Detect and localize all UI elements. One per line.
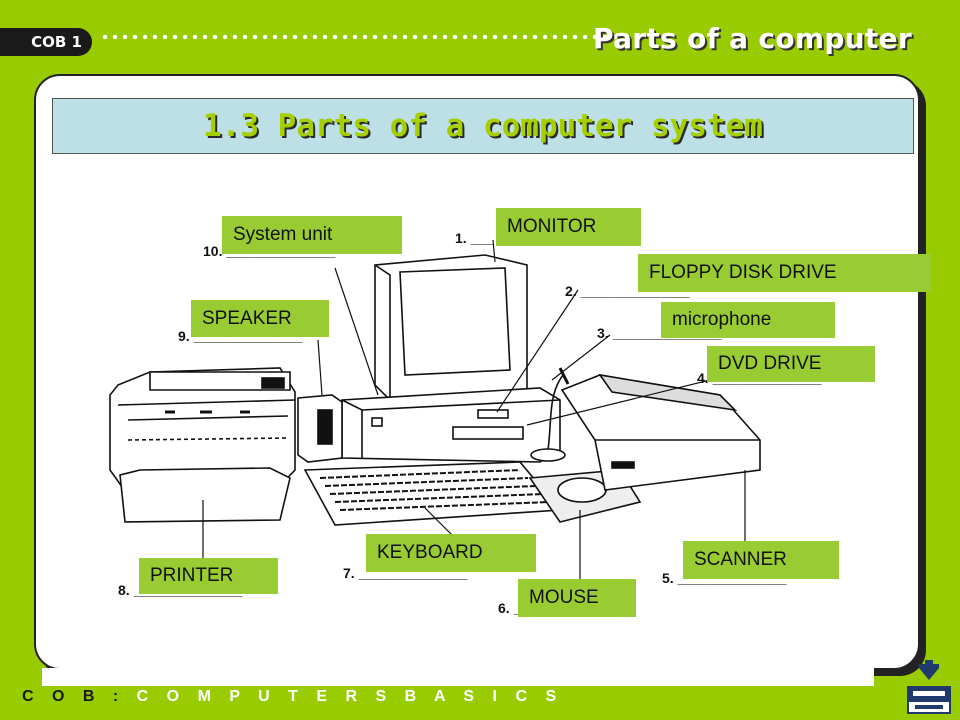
label-floppy-disk-drive: FLOPPY DISK DRIVE [638, 254, 931, 292]
label-dvd-drive: DVD DRIVE [707, 346, 875, 382]
slide-heading: 1.3 Parts of a computer system [52, 98, 914, 154]
monitor-drawing [374, 254, 528, 413]
printer-drawing [109, 367, 296, 523]
label-keyboard-text: KEYBOARD [377, 542, 483, 563]
dotted-rule [100, 34, 618, 40]
microphone-drawing [530, 367, 570, 462]
footer-text: C O M P U T E R S B A S I C S [136, 688, 564, 705]
label-speaker: SPEAKER [191, 300, 329, 337]
speaker-drawing [297, 394, 343, 463]
label-floppy-text: FLOPPY DISK DRIVE [649, 262, 837, 283]
label-speaker-text: SPEAKER [202, 307, 292, 329]
label-monitor-text: MONITOR [507, 216, 597, 237]
slide-heading-text: 1.3 Parts of a computer system [203, 108, 763, 144]
label-microphone-text: microphone [672, 309, 772, 330]
footer-prefix: C O B : [22, 688, 126, 705]
slide-series-title: Parts of a computer [593, 22, 912, 55]
label-microphone: microphone [661, 302, 835, 338]
label-scanner-text: SCANNER [694, 549, 787, 570]
publisher-logo-icon [907, 660, 951, 714]
footer-course-title: C O B : C O M P U T E R S B A S I C S [22, 688, 563, 706]
label-scanner: SCANNER [683, 541, 839, 579]
footer-strip [42, 668, 874, 686]
cob-badge-text: COB 1 [31, 33, 82, 51]
blank-1: 1. ___ [455, 230, 494, 246]
label-keyboard: KEYBOARD [366, 534, 536, 572]
label-printer-text: PRINTER [150, 565, 234, 586]
cob-badge: COB 1 [0, 28, 92, 56]
label-monitor: MONITOR [496, 208, 641, 246]
label-mouse: MOUSE [518, 579, 636, 617]
label-mouse-text: MOUSE [529, 587, 599, 608]
label-system-unit-text: System unit [233, 224, 333, 245]
label-printer: PRINTER [139, 558, 278, 594]
label-system-unit: System unit [222, 216, 402, 254]
label-dvd-text: DVD DRIVE [718, 353, 822, 374]
